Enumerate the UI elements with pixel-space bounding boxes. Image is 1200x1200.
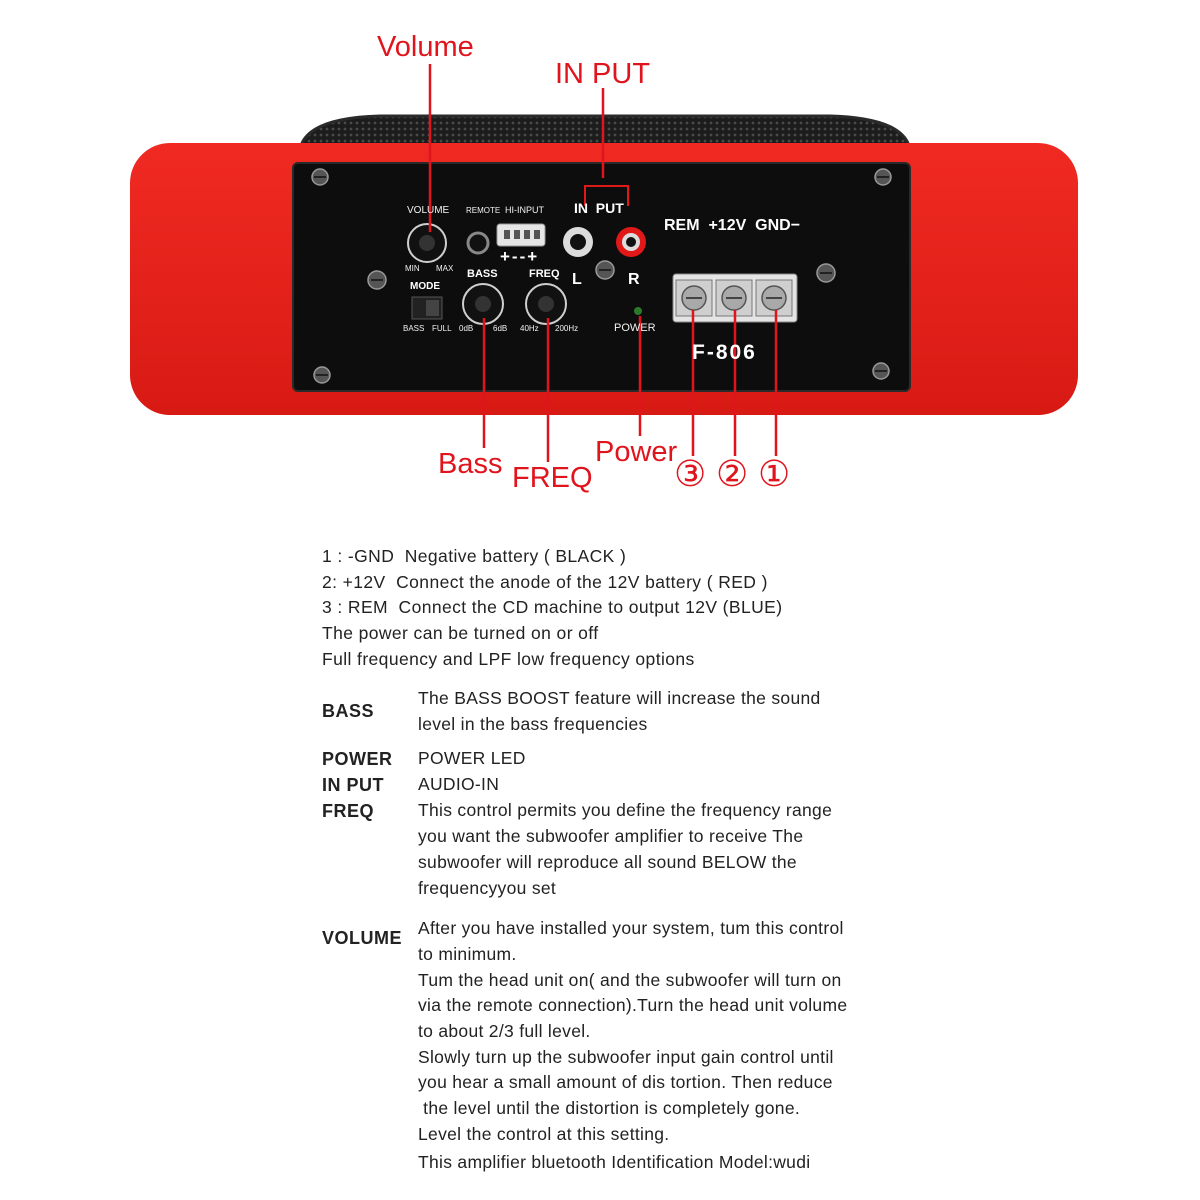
term-volume: VOLUME (322, 928, 403, 948)
desc-freq-line: subwoofer will reproduce all sound BELOW… (418, 852, 797, 872)
panel-max-label: MAX (436, 264, 454, 273)
panel-power-label: POWER (614, 322, 656, 334)
panel-bass-label: BASS (467, 268, 498, 280)
panel-model-label: F-806 (692, 341, 757, 364)
callout-lines (428, 64, 778, 462)
panel-terminals-label: REM +12V GND− (664, 217, 801, 234)
panel-mode-full-label: FULL (432, 324, 452, 333)
callout-terminal-3: ③ (674, 454, 707, 495)
desc-volume-line: Level the control at this setting. (418, 1124, 670, 1144)
callout-volume: Volume (377, 31, 474, 63)
callout-input: IN PUT (555, 58, 651, 90)
desc-bass-line: level in the bass frequencies (418, 714, 648, 734)
freq-knob (525, 283, 567, 325)
panel-bass-max-label: 6dB (493, 324, 508, 333)
desc-freq-line: frequencyyou set (418, 878, 557, 898)
callout-bass: Bass (438, 448, 503, 480)
speaker-grille (298, 114, 912, 152)
volume-knob (407, 223, 447, 263)
rca-right-jack (616, 227, 646, 257)
note-line: Full frequency and LPF low frequency opt… (322, 649, 695, 669)
panel-left-label: L (572, 271, 582, 288)
terminal-block (672, 273, 798, 323)
panel-remote-label: REMOTE (466, 206, 501, 215)
desc-volume-line: This amplifier bluetooth Identification … (418, 1152, 811, 1172)
desc-bass-line: The BASS BOOST feature will increase the… (418, 688, 821, 708)
term-power: POWER (322, 749, 393, 769)
note-line: 3 : REM Connect the CD machine to output… (322, 597, 783, 617)
note-line: 2: +12V Connect the anode of the 12V bat… (322, 572, 768, 592)
note-line: The power can be turned on or off (322, 623, 599, 643)
panel-input-label: IN PUT (574, 200, 624, 216)
desc-power-line: POWER LED (418, 748, 526, 768)
panel-mode-label: MODE (410, 281, 440, 292)
callout-power: Power (595, 436, 678, 468)
hi-input-connector (496, 223, 546, 247)
panel-mode-bass-label: BASS (403, 324, 425, 333)
desc-volume-line: After you have installed your system, tu… (418, 918, 844, 938)
callout-terminal-2: ② (716, 454, 749, 495)
term-input: IN PUT (322, 775, 385, 795)
desc-volume-line: Slowly turn up the subwoofer input gain … (418, 1047, 834, 1067)
panel-freq-max-label: 200Hz (555, 324, 579, 333)
rca-left-jack (563, 227, 593, 257)
panel-hi-input-label: HI-INPUT (505, 205, 544, 215)
note-line: 1 : -GND Negative battery ( BLACK ) (322, 546, 627, 566)
desc-volume-line: Tum the head unit on( and the subwoofer … (418, 970, 842, 990)
desc-volume-line: the level until the distortion is comple… (418, 1098, 801, 1118)
panel-right-label: R (628, 271, 640, 288)
callout-terminal-1: ① (758, 454, 791, 495)
panel-min-label: MIN (405, 264, 420, 273)
panel-hi-input-polarity: +--+ (500, 247, 540, 266)
callout-freq: FREQ (512, 462, 593, 494)
desc-freq-line: you want the subwoofer amplifier to rece… (418, 826, 804, 846)
power-led (634, 307, 642, 315)
product-illustration: VOLUME MIN MAX REMOTE HI-INPUT +--+ IN P… (0, 0, 1200, 500)
panel-volume-label: VOLUME (407, 205, 450, 216)
desc-volume-line: to about 2/3 full level. (418, 1021, 591, 1041)
panel-freq-label: FREQ (529, 268, 560, 280)
panel-bass-min-label: 0dB (459, 324, 474, 333)
desc-freq-line: This control permits you define the freq… (418, 800, 833, 820)
desc-volume-line: you hear a small amount of dis tortion. … (418, 1072, 833, 1092)
remote-jack (466, 231, 490, 255)
desc-input-line: AUDIO-IN (418, 774, 500, 794)
term-freq: FREQ (322, 801, 375, 821)
desc-volume-line: via the remote connection).Turn the head… (418, 995, 848, 1015)
term-bass: BASS (322, 701, 375, 721)
desc-volume-line: to minimum. (418, 944, 517, 964)
panel-freq-min-label: 40Hz (520, 324, 539, 333)
